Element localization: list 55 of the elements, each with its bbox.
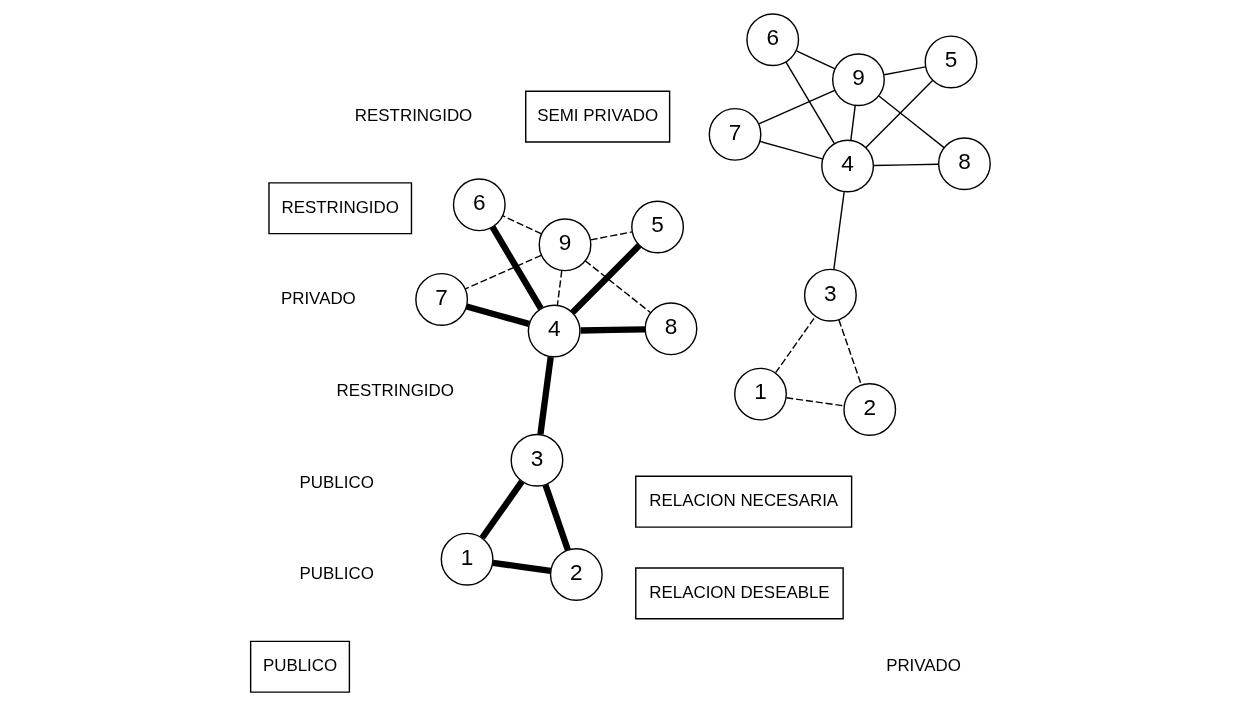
connector: [785, 397, 845, 407]
node-circle: 1: [440, 532, 494, 586]
node-circle: 2: [549, 548, 603, 601]
connector: [795, 50, 836, 70]
node-circle: 8: [937, 137, 991, 191]
legend-label: RESTRINGIDO: [281, 197, 399, 217]
connector: [774, 315, 816, 374]
node-circle: 7: [708, 107, 762, 161]
connector: [833, 191, 845, 270]
connector: [838, 319, 862, 386]
connector: [479, 479, 525, 540]
legend-label: SEMI PRIVADO: [537, 105, 659, 125]
connector: [537, 356, 554, 435]
connector: [873, 163, 940, 167]
connector: [570, 243, 642, 315]
connector: [542, 484, 571, 551]
connector: [492, 559, 552, 575]
connector: [464, 254, 542, 290]
node-circle: 9: [538, 218, 592, 272]
connector: [580, 326, 646, 334]
connector: [850, 104, 856, 141]
connector: [584, 260, 652, 314]
node-circle: 1: [734, 367, 787, 421]
connector: [865, 79, 934, 149]
node-circle: 2: [843, 383, 897, 436]
connector: [465, 303, 530, 327]
legend-label: RELACION NECESARIA: [649, 491, 839, 511]
node-circle: 7: [415, 272, 469, 326]
node-circle: 8: [644, 302, 698, 356]
node-circle: 5: [924, 35, 978, 89]
connector: [785, 61, 835, 145]
connector: [489, 225, 544, 311]
connector: [759, 140, 823, 160]
label: PRIVADO: [886, 656, 961, 676]
node-circle: 6: [452, 178, 506, 232]
connector: [883, 66, 927, 76]
node-circle: 3: [510, 433, 564, 487]
label: PRIVADO: [280, 289, 356, 309]
label: RESTRINGIDO: [354, 105, 473, 125]
connector: [502, 215, 542, 235]
connector: [556, 269, 563, 306]
node-circle: 4: [527, 304, 581, 358]
node-circle: 4: [821, 139, 875, 193]
connector: [878, 95, 945, 149]
node-circle: 6: [746, 13, 800, 67]
node-circle: 5: [631, 200, 685, 254]
legend-label: PUBLICO: [262, 656, 338, 676]
label: RESTRINGIDO: [336, 381, 454, 401]
label: PUBLICO: [299, 472, 374, 492]
connector: [590, 231, 633, 241]
node-circle: 3: [803, 268, 857, 322]
node-circle: 9: [832, 53, 885, 107]
legend-label: RELACION DESEABLE: [649, 582, 830, 602]
connector: [758, 89, 836, 125]
label: PUBLICO: [299, 564, 374, 584]
